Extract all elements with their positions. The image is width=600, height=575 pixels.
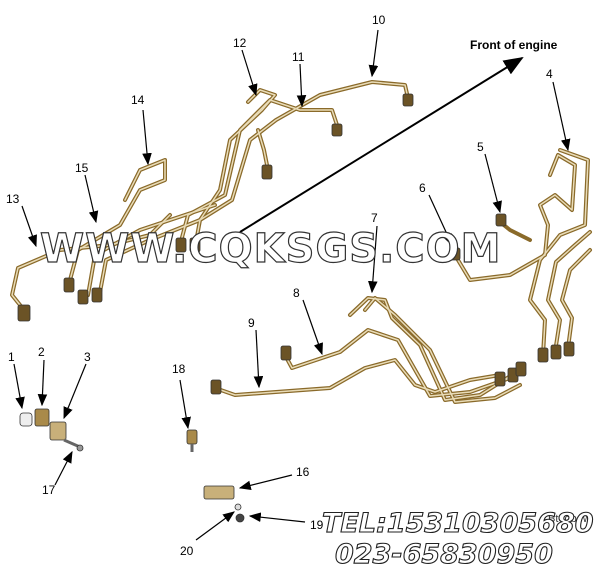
callout-19: 19 bbox=[310, 518, 324, 532]
callout-10: 10 bbox=[372, 13, 386, 27]
injector-tube-group-left bbox=[10, 80, 410, 312]
bolt-18 bbox=[186, 429, 198, 445]
injector-tube-group-right bbox=[213, 148, 592, 404]
washer-19 bbox=[234, 503, 242, 511]
front-of-engine-arrow bbox=[239, 56, 524, 233]
callout-14: 14 bbox=[131, 93, 145, 107]
callout-16: 16 bbox=[296, 465, 310, 479]
front-of-engine-indicator: Front of engine bbox=[239, 38, 558, 233]
callout-20: 20 bbox=[180, 544, 194, 558]
callout-3: 3 bbox=[84, 350, 91, 364]
clamp-part-2 bbox=[34, 408, 50, 427]
tube-fittings-right bbox=[210, 213, 575, 395]
callout-1: 1 bbox=[8, 350, 15, 364]
leader-lines bbox=[13, 29, 571, 541]
callout-9: 9 bbox=[248, 316, 255, 330]
clamp-plate-16 bbox=[203, 485, 235, 500]
tube-fittings-left bbox=[17, 93, 414, 322]
callout-13: 13 bbox=[6, 192, 20, 206]
figure-code: Bt0dbew bbox=[548, 513, 591, 525]
phone-overlay: TEL:15310305680 023-65830950 bbox=[321, 507, 594, 570]
callout-labels: 1 2 3 4 5 6 7 8 9 10 11 12 13 14 15 16 1… bbox=[6, 13, 553, 558]
nut-20 bbox=[235, 513, 245, 523]
front-of-engine-label: Front of engine bbox=[470, 38, 558, 52]
bolt-17 bbox=[63, 438, 81, 449]
clamp-parts bbox=[19, 408, 245, 523]
callout-15: 15 bbox=[75, 161, 89, 175]
phone-number-2: 023-65830950 bbox=[335, 539, 553, 570]
callout-18: 18 bbox=[172, 362, 186, 376]
callout-6: 6 bbox=[419, 181, 426, 195]
phone-number: TEL:15310305680 bbox=[322, 508, 594, 539]
callout-12: 12 bbox=[233, 36, 247, 50]
clamp-bracket-3 bbox=[49, 421, 67, 441]
callout-7: 7 bbox=[371, 211, 378, 225]
callout-8: 8 bbox=[293, 286, 300, 300]
clamp-part-1 bbox=[19, 412, 33, 427]
watermark-website: WWW.CQKSGS.COM bbox=[40, 226, 501, 272]
callout-4: 4 bbox=[546, 67, 553, 81]
callout-5: 5 bbox=[477, 140, 484, 154]
callout-17: 17 bbox=[42, 483, 56, 497]
callout-11: 11 bbox=[292, 50, 305, 64]
callout-2: 2 bbox=[38, 345, 45, 359]
